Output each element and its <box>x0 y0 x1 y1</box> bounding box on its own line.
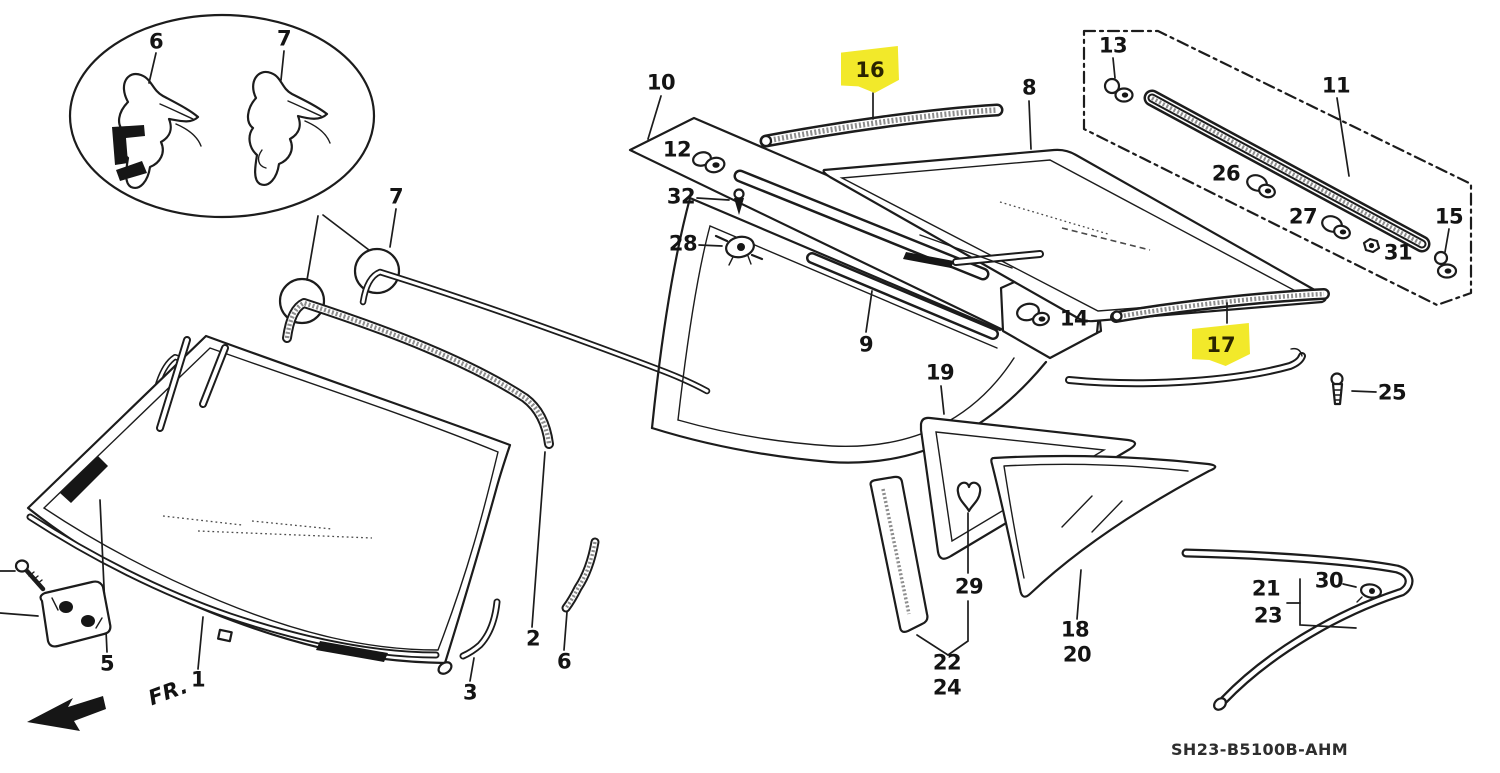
part-label-p10: 10 <box>646 70 676 95</box>
quarter-window-group <box>869 385 1217 656</box>
part-label-p29: 29 <box>954 574 984 599</box>
part-label-p27: 27 <box>1288 204 1318 229</box>
part-label-p23: 23 <box>1253 603 1283 628</box>
highlight-tag-16: 16 <box>841 46 899 93</box>
part-label-p12: 12 <box>662 137 692 162</box>
part-label-p20: 20 <box>1062 642 1092 667</box>
clip-icon-13 <box>1103 57 1134 103</box>
clip-icon-14 <box>1016 302 1050 327</box>
part-label-p25: 25 <box>1377 380 1407 405</box>
part-label-p26: 26 <box>1211 161 1241 186</box>
clip-icon-29 <box>956 481 982 513</box>
part-label-p1: 1 <box>190 667 206 692</box>
part-label-p9: 9 <box>858 332 874 357</box>
part-label-p5: 5 <box>99 651 115 676</box>
clip-icon-26 <box>1246 174 1276 199</box>
part-label-corner-7: 7 <box>388 184 404 209</box>
part-label-p13: 13 <box>1098 33 1128 58</box>
part-label-p8: 8 <box>1021 75 1037 100</box>
part-label-p11: 11 <box>1321 73 1351 98</box>
corner-molding-group <box>1181 548 1414 711</box>
right-molding-panel-group <box>1082 29 1473 307</box>
screw-icon-32 <box>696 188 745 215</box>
part-label-p28: 28 <box>668 231 698 256</box>
part-label-p3: 3 <box>462 680 478 705</box>
part-label-p31: 31 <box>1383 240 1413 265</box>
part-label-p21: 21 <box>1251 576 1281 601</box>
legend-oval-group <box>68 13 401 325</box>
part-label-detail-7: 7 <box>276 26 292 51</box>
part-label-p24: 24 <box>932 675 962 700</box>
clip-icon-27 <box>1321 215 1351 240</box>
part-label-p19: 19 <box>925 360 955 385</box>
bolt-icon-25 <box>1330 372 1377 406</box>
clip-7-drawing <box>246 70 331 186</box>
part-label-p22: 22 <box>932 650 962 675</box>
clip-6-drawing <box>112 72 202 189</box>
mirror-base-icon <box>0 580 112 648</box>
part-label-p15: 15 <box>1434 204 1464 229</box>
windshield-group <box>0 268 711 731</box>
nut-icon-31 <box>1362 237 1381 254</box>
part-label-p18: 18 <box>1060 617 1090 642</box>
part-label-p14: 14 <box>1059 306 1089 331</box>
clip-icon-15 <box>1433 228 1458 279</box>
clip-icon-12 <box>692 151 726 174</box>
part-label-p2: 2 <box>525 626 541 651</box>
fr-arrow-icon <box>27 696 106 731</box>
highlight-tag-17: 17 <box>1192 323 1250 366</box>
diagram-code: SH23-B5100B-AHM <box>1171 740 1349 759</box>
screw-icon <box>0 559 46 592</box>
clip-icon-28 <box>698 234 764 266</box>
part-label-p32: 32 <box>666 184 696 209</box>
part-label-p6: 6 <box>556 649 572 674</box>
part-label-p30: 30 <box>1314 568 1344 593</box>
clip-icon-30 <box>1342 583 1383 603</box>
part-label-detail-6: 6 <box>148 29 164 54</box>
rear-window-group <box>628 92 1377 464</box>
